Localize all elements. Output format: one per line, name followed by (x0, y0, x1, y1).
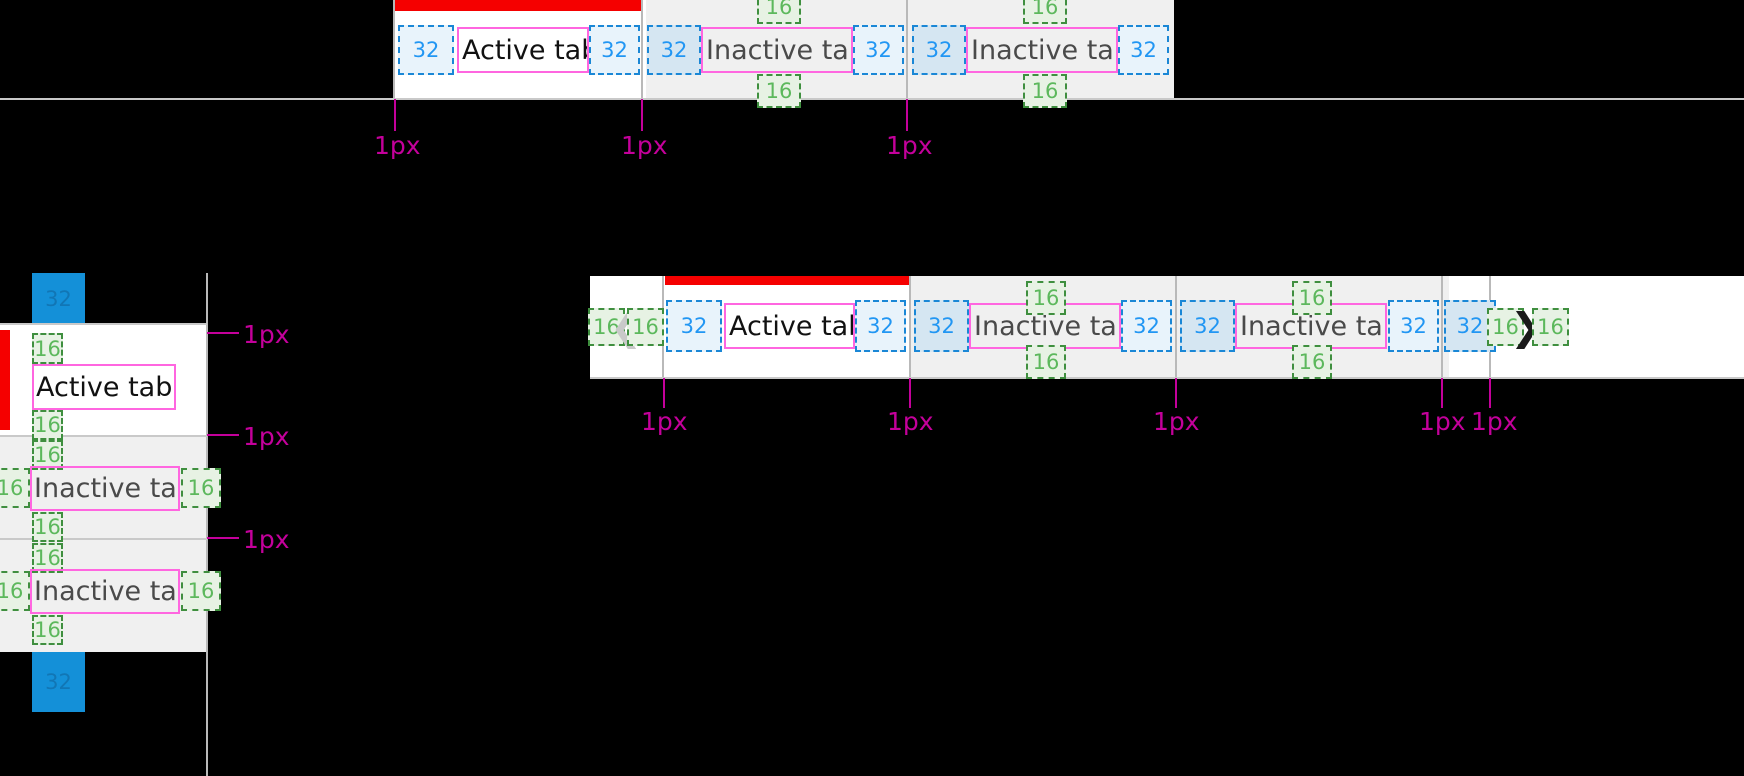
right-measure-tick-5 (1489, 378, 1491, 408)
top-tab2-pad-right: 32 (853, 25, 904, 75)
right-divider-2 (909, 276, 911, 378)
left-tab3-pad-left: 16 (0, 571, 30, 611)
left-selection-block-bottom: 32 (32, 652, 85, 712)
right-panel-baseline (590, 377, 1744, 379)
left-tab1-pad-top: 16 (32, 333, 63, 364)
left-active-tab-accent-bar (0, 330, 10, 430)
right-active-tab-accent-bar (665, 276, 911, 285)
right-divider-3 (1175, 276, 1177, 378)
top-tab3-label[interactable]: Inactive tab (966, 27, 1118, 73)
left-tab3-pad-right: 16 (181, 571, 221, 611)
right-measure-tick-4 (1441, 378, 1443, 408)
top-tab3-pad-left: 32 (912, 25, 966, 75)
top-panel-baseline (0, 98, 1744, 100)
top-divider-2 (641, 0, 643, 99)
right-tab2-pad-left: 32 (914, 300, 969, 352)
top-divider-1 (393, 0, 395, 99)
left-measure-label-2: 1px (243, 422, 290, 451)
right-scrollright-pad-left: 16 (1487, 308, 1524, 346)
right-tab2-pad-top: 16 (1026, 281, 1066, 315)
right-scrollleft-pad-right: 16 (627, 308, 664, 346)
top-measure-label-3: 1px (886, 131, 933, 160)
top-tab3-pad-bottom: 16 (1023, 74, 1067, 108)
right-measure-label-3: 1px (1153, 407, 1200, 436)
right-tab3-pad-left: 32 (1180, 300, 1235, 352)
left-measure-label-3: 1px (243, 525, 290, 554)
right-scrollright-pad-right: 16 (1532, 308, 1569, 346)
top-measure-tick-3 (906, 99, 908, 131)
right-divider-4 (1441, 276, 1443, 378)
right-measure-label-4: 1px (1419, 407, 1466, 436)
right-measure-label-1: 1px (641, 407, 688, 436)
top-tab1-label[interactable]: Active tab (457, 27, 589, 73)
right-tab1-pad-right: 32 (855, 300, 906, 352)
top-measure-label-2: 1px (621, 131, 668, 160)
right-measure-tick-2 (909, 378, 911, 408)
right-tab3-pad-right: 32 (1388, 300, 1439, 352)
top-tab2-pad-top: 16 (757, 0, 801, 24)
left-selection-block-top: 32 (32, 273, 85, 324)
left-tab2-pad-top: 16 (32, 440, 63, 470)
left-tab3-label[interactable]: Inactive tab (30, 569, 180, 614)
top-measure-label-1: 1px (374, 131, 421, 160)
left-measure-label-1: 1px (243, 320, 290, 349)
left-tab3-pad-bottom: 16 (32, 615, 63, 645)
left-tab1-pad-bottom: 16 (32, 410, 63, 440)
right-measure-tick-3 (1175, 378, 1177, 408)
right-measure-tick-1 (663, 378, 665, 408)
left-tab2-pad-right: 16 (181, 468, 221, 508)
top-tab2-pad-bottom: 16 (757, 74, 801, 108)
right-tab3-pad-bottom: 16 (1292, 345, 1332, 379)
left-measure-tick-3 (207, 537, 239, 539)
right-tab2-pad-right: 32 (1121, 300, 1172, 352)
left-divider-2 (0, 435, 207, 437)
top-tab2-label[interactable]: Inactive tab (701, 27, 853, 73)
left-tab1-label[interactable]: Active tab (32, 364, 176, 410)
top-tab2-pad-left: 32 (647, 25, 701, 75)
left-divider-3 (0, 538, 207, 540)
left-divider-1 (0, 323, 207, 325)
right-tab2-pad-bottom: 16 (1026, 345, 1066, 379)
right-measure-label-5: 1px (1471, 407, 1518, 436)
right-tab1-label[interactable]: Active tab (724, 303, 855, 349)
top-tab3-pad-right: 32 (1118, 25, 1169, 75)
right-scrollleft-pad-left: 16 (588, 308, 625, 346)
top-tab1-pad-left: 32 (398, 25, 454, 75)
left-panel-right-edge (206, 273, 208, 776)
top-tab3-pad-top: 16 (1023, 0, 1067, 24)
right-tab1-pad-left: 32 (666, 300, 722, 352)
left-tab3-pad-top: 16 (32, 543, 63, 573)
top-active-tab-accent-bar (394, 0, 642, 11)
left-tab2-label[interactable]: Inactive tab (30, 466, 180, 511)
right-measure-label-2: 1px (887, 407, 934, 436)
top-divider-3 (906, 0, 908, 99)
top-measure-tick-2 (641, 99, 643, 131)
top-panel-inactive-bg (646, 0, 1174, 99)
left-measure-tick-1 (207, 332, 239, 334)
top-tab1-pad-right: 32 (589, 25, 640, 75)
left-measure-tick-2 (207, 434, 239, 436)
right-tab3-pad-top: 16 (1292, 281, 1332, 315)
top-measure-tick-1 (394, 99, 396, 131)
left-tab2-pad-bottom: 16 (32, 512, 63, 542)
left-tab2-pad-left: 16 (0, 468, 30, 508)
